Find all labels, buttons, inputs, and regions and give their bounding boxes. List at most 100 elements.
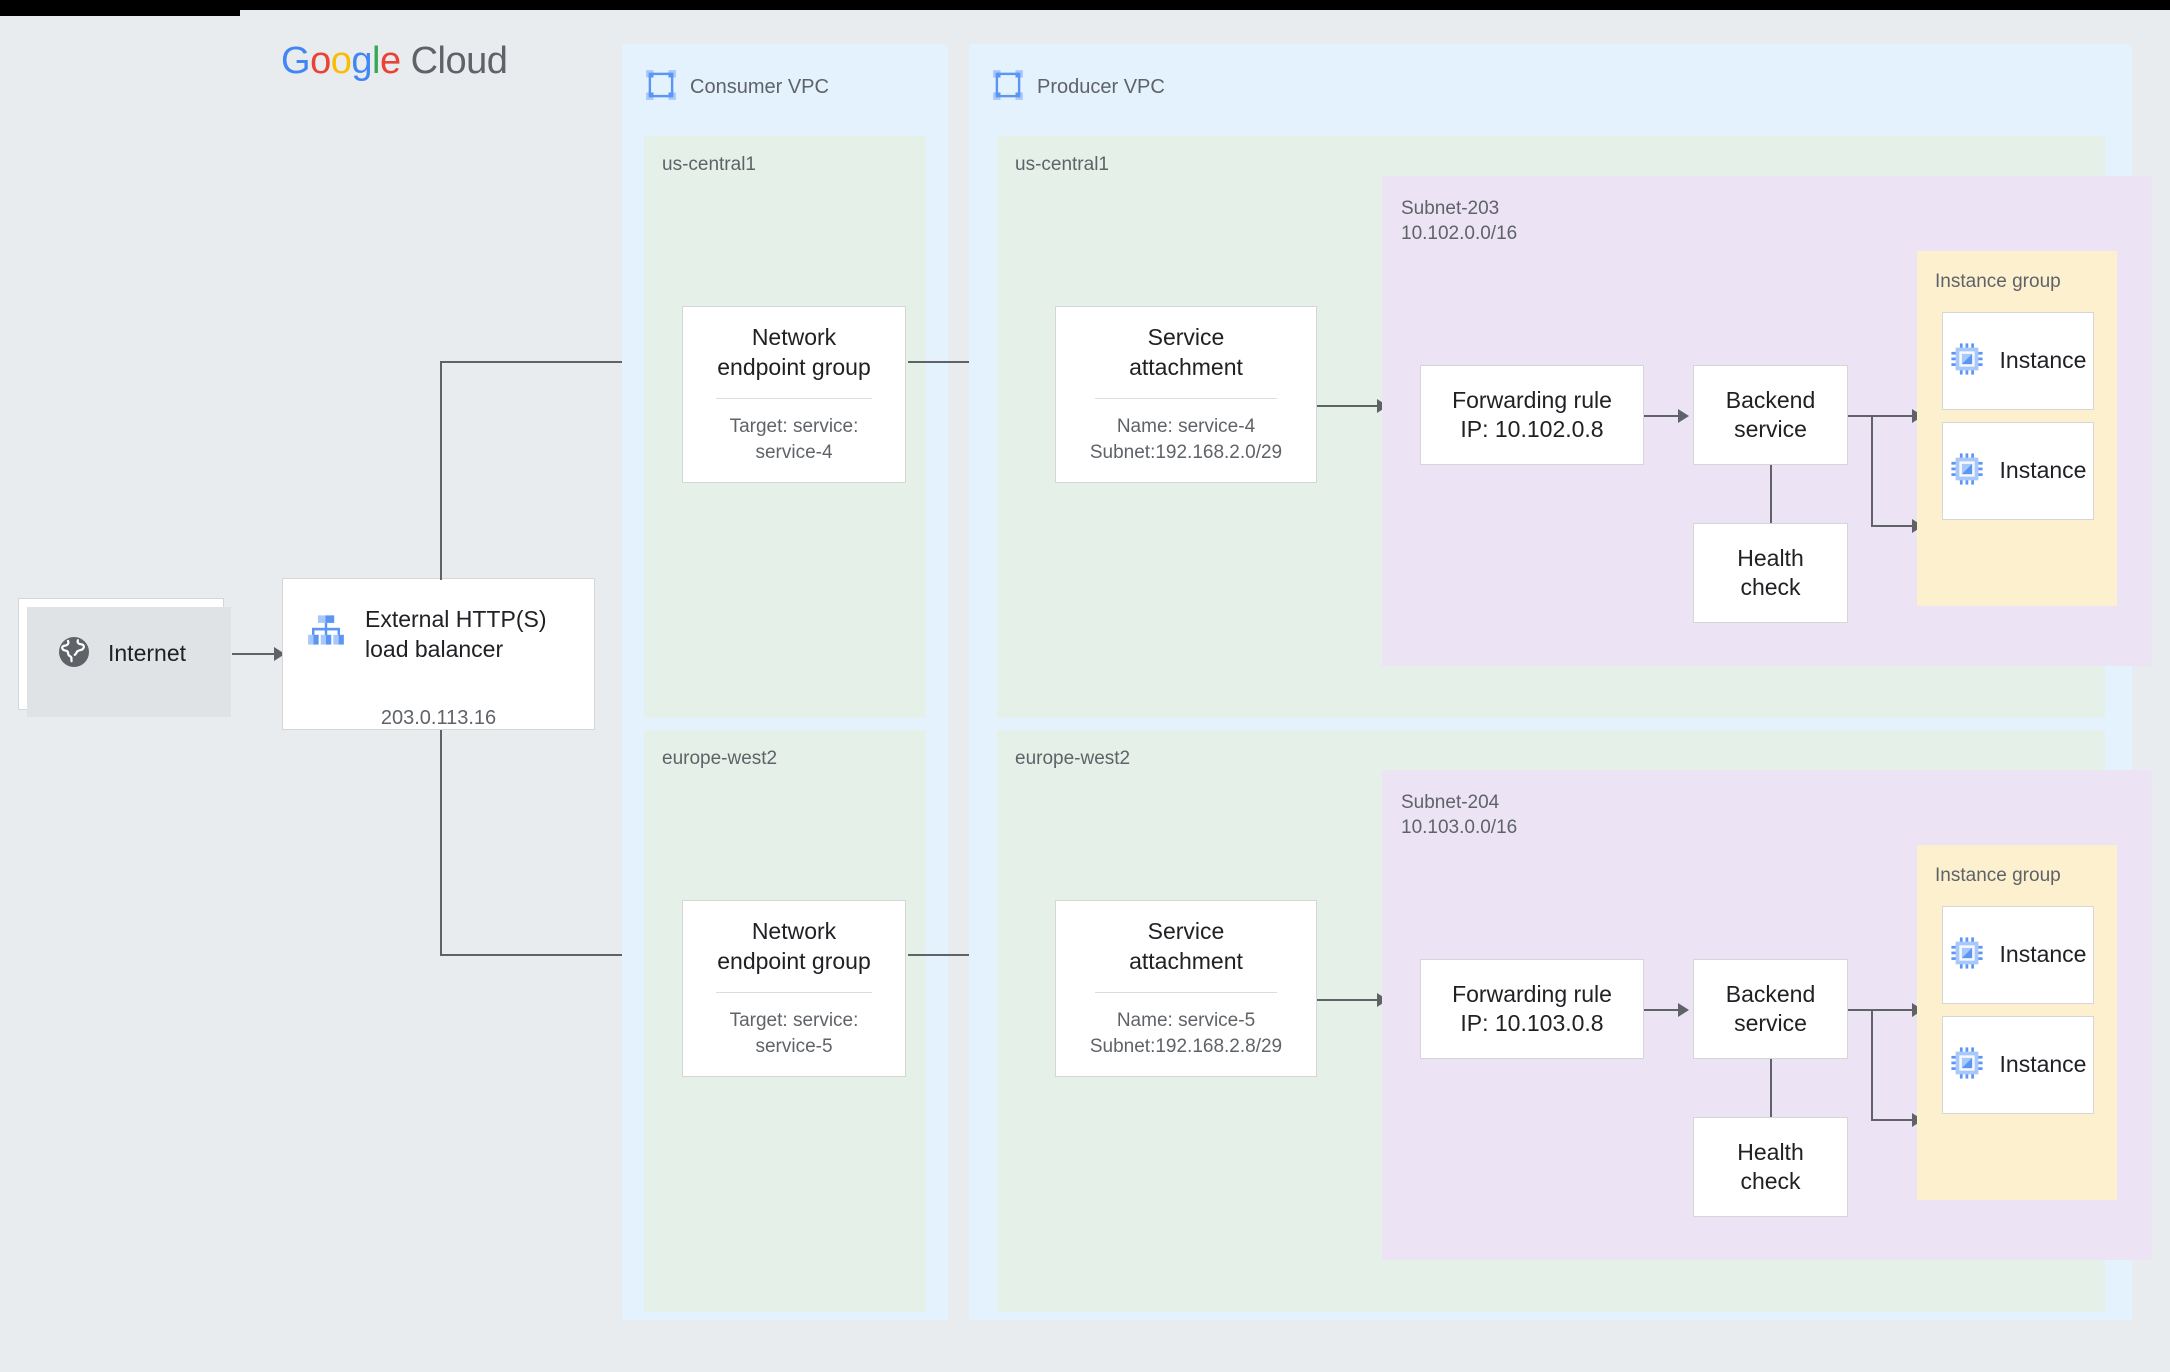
arrowhead-fr-to-bs-top xyxy=(1678,409,1689,423)
instance-node-1-us-central1[interactable]: Instance xyxy=(1942,312,2094,410)
connector-bs-to-instance1-bottom xyxy=(1848,1009,1916,1011)
instance-group-europe-west2: Instance group xyxy=(1917,845,2117,1200)
hc-line2-b: check xyxy=(1740,1168,1801,1194)
sa-divider-b xyxy=(1095,992,1277,994)
vpc-icon xyxy=(991,68,1025,107)
connector-fr-to-bs-top xyxy=(1644,415,1682,417)
bs-line2: service xyxy=(1734,416,1807,442)
external-http-load-balancer-node[interactable]: External HTTP(S) load balancer 203.0.113.… xyxy=(282,578,595,730)
connector-neg-to-sa-top xyxy=(908,361,1026,363)
connector-bs-to-hc-top xyxy=(1770,465,1772,524)
internet-label: Internet xyxy=(108,640,186,667)
bs-line1-b: Backend xyxy=(1725,980,1816,1007)
neg-title-line2: endpoint group xyxy=(717,353,871,380)
connector-sa-to-fr-bottom xyxy=(1317,999,1381,1001)
neg-subtitle-europe-west2: Target: service:service-5 xyxy=(730,1008,859,1059)
globe-icon xyxy=(56,634,92,675)
hc-text-europe-west2: Health check xyxy=(1737,1138,1803,1197)
cpu-icon xyxy=(1950,936,1984,975)
logo-letter-o2: o xyxy=(330,40,352,82)
producer-region-label-europe-west2: europe-west2 xyxy=(1015,748,1131,769)
instance-group-us-central1: Instance group xyxy=(1917,251,2117,606)
arrowhead-fr-to-bs-bottom xyxy=(1678,1003,1689,1017)
top-black-bar-notch xyxy=(0,0,240,16)
neg-title-line1: Network xyxy=(751,324,837,351)
sa-sub-line2-b: Subnet:192.168.2.8/29 xyxy=(1089,1035,1283,1057)
health-check-europe-west2[interactable]: Health check xyxy=(1693,1117,1848,1217)
subnet-204-name: Subnet-204 xyxy=(1401,792,1500,813)
neg-divider xyxy=(716,398,872,400)
bs-text-us-central1: Backend service xyxy=(1726,386,1816,445)
cpu-icon xyxy=(1950,1046,1984,1085)
sa-sub-line1-b: Name: service-5 xyxy=(1116,1010,1256,1032)
producer-vpc-title: Producer VPC xyxy=(1037,76,1165,98)
sa-sub-line2: Subnet:192.168.2.0/29 xyxy=(1089,441,1283,463)
top-black-bar xyxy=(0,0,2170,10)
instance-node-2-europe-west2[interactable]: Instance xyxy=(1942,1016,2094,1114)
instance-node-1-europe-west2[interactable]: Instance xyxy=(1942,906,2094,1004)
backend-service-us-central1[interactable]: Backend service xyxy=(1693,365,1848,465)
sa-title-line1-b: Service xyxy=(1147,918,1225,945)
connector-bs-to-instance1-top xyxy=(1848,415,1916,417)
lb-title-line2: load balancer xyxy=(365,635,504,662)
neg-subtitle-us-central1: Target: service: service-4 xyxy=(730,414,859,465)
connector-lb-to-neg-top xyxy=(440,361,665,363)
connector-bs-elbow-vertical-top xyxy=(1871,416,1873,526)
connector-sa-to-fr-top xyxy=(1317,405,1381,407)
connector-neg-to-sa-bottom xyxy=(908,954,1026,956)
logo-letter-g: g xyxy=(351,40,372,82)
instance-group-label-us-central1: Instance group xyxy=(1935,271,2061,292)
logo-letter-e: e xyxy=(379,40,401,82)
internet-node[interactable]: Internet xyxy=(18,598,231,717)
connector-bs-elbow-horizontal-top xyxy=(1871,525,1917,527)
sa-title-line2: attachment xyxy=(1129,353,1243,380)
fr-line1: Forwarding rule xyxy=(1452,386,1612,413)
sa-title-line2-b: attachment xyxy=(1129,947,1243,974)
neg-sub-line2-b: service-5 xyxy=(755,1035,833,1057)
neg-title-line2-b: endpoint group xyxy=(717,947,871,974)
logo-word-cloud: Cloud xyxy=(410,40,508,82)
consumer-region-label-us-central1: us-central1 xyxy=(662,154,756,175)
connector-lb-vertical-up xyxy=(440,362,442,580)
instance-label-3: Instance xyxy=(1999,941,2087,968)
lb-title-line1: External HTTP(S) xyxy=(365,606,547,632)
arrowhead-internet-to-lb xyxy=(274,647,285,661)
connector-internet-to-lb xyxy=(232,653,276,655)
consumer-vpc-header: Consumer VPC xyxy=(622,44,829,107)
logo-letter-G: G xyxy=(281,40,311,82)
bs-line1: Backend xyxy=(1725,386,1816,413)
instance-node-2-us-central1[interactable]: Instance xyxy=(1942,422,2094,520)
hc-line2: check xyxy=(1740,574,1801,600)
connector-bs-elbow-vertical-bottom xyxy=(1871,1010,1873,1120)
sa-divider xyxy=(1095,398,1277,400)
neg-divider-b xyxy=(716,992,872,994)
producer-vpc-header: Producer VPC xyxy=(969,44,1165,107)
neg-sub-line2: service-4 xyxy=(755,441,833,463)
hc-line1-b: Health xyxy=(1737,1138,1804,1165)
fr-line2: IP: 10.102.0.8 xyxy=(1460,416,1604,442)
instance-label-2: Instance xyxy=(1999,457,2087,484)
neg-sub-line1: Target: service: xyxy=(729,416,859,438)
lb-ip-address: 203.0.113.16 xyxy=(380,706,497,729)
subnet-203-cidr: 10.102.0.0/16 xyxy=(1401,223,1518,245)
instance-group-label-europe-west2: Instance group xyxy=(1935,865,2061,886)
